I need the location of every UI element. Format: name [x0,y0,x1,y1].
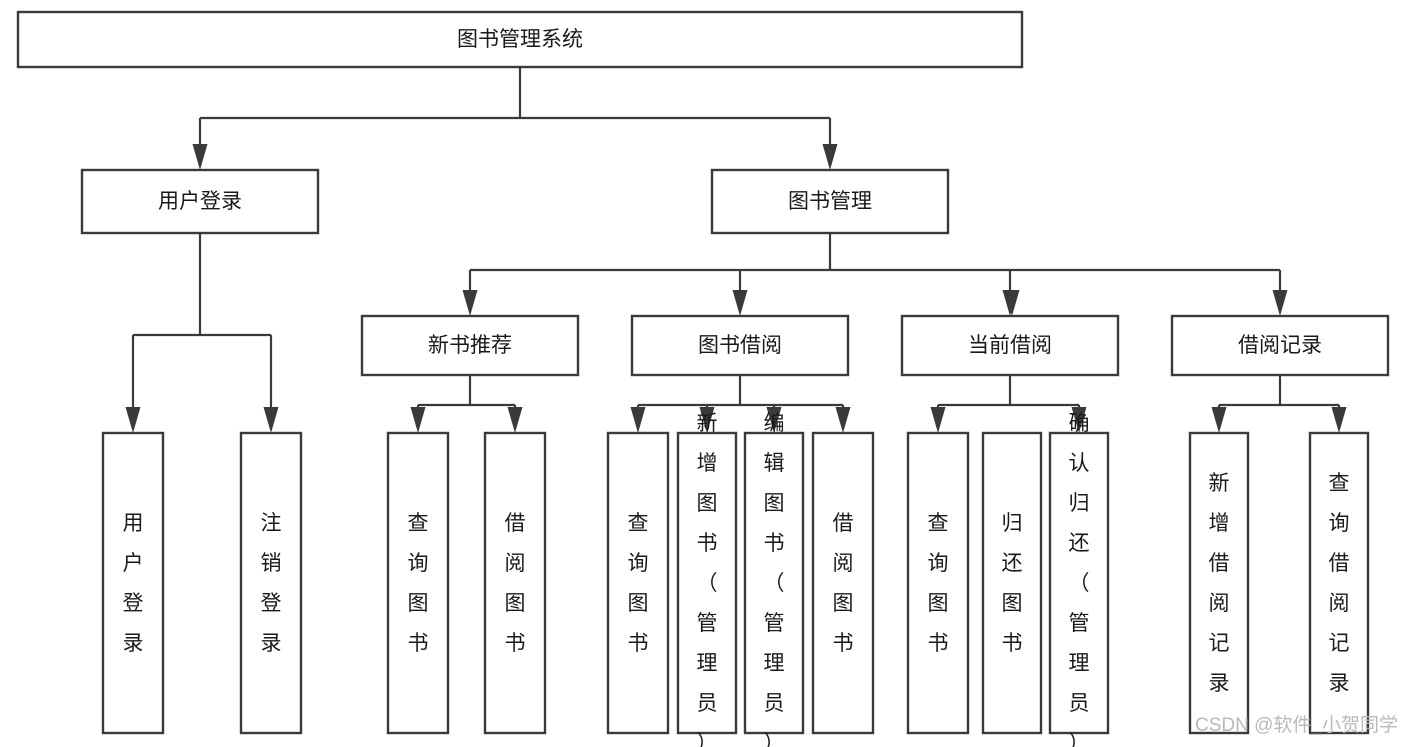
node-leaf-7-box[interactable] [811,431,875,735]
node-leaf-11[interactable]: 新增借阅记录 [1188,431,1250,735]
node-level3-0-label: 新书推荐 [428,334,512,357]
node-leaf-8[interactable]: 查询图书 [906,431,970,735]
node-leaf-6-box[interactable] [743,431,805,735]
node-leaf-12[interactable]: 查询借阅记录 [1308,431,1370,735]
node-leaf-0-box[interactable] [101,431,165,735]
node-leaf-3-label: 借阅图书 [505,512,526,655]
arrow-head-icon [1331,407,1347,433]
arrow-head-icon [192,144,208,170]
node-level2-0[interactable]: 用户登录 [80,168,320,235]
node-level3-3-box[interactable] [1170,314,1390,377]
node-level2-1-label: 图书管理 [788,190,872,213]
node-leaf-5[interactable]: 新增图书（管理员） [676,412,738,747]
arrow-head-icon [410,407,426,433]
arrow-head-icon [462,290,478,316]
arrow-head-icon [630,407,646,433]
node-leaf-11-label: 新增借阅记录 [1209,472,1230,695]
node-leaf-2[interactable]: 查询图书 [386,431,450,735]
arrow-head-icon [507,407,523,433]
connector-bus [1219,375,1339,407]
node-root-label: 图书管理系统 [457,28,583,51]
node-leaf-1-box[interactable] [239,431,303,735]
node-leaf-9-box[interactable] [981,431,1043,735]
node-level3-0-box[interactable] [360,314,580,377]
node-leaf-6-label: 编辑图书（管理员） [764,412,785,747]
node-level3-3-label: 借阅记录 [1238,334,1322,357]
node-layer: 图书管理系统用户登录图书管理新书推荐图书借阅当前借阅借阅记录用户登录注销登录查询… [16,10,1390,747]
node-leaf-10-box[interactable] [1048,431,1110,735]
node-leaf-2-label: 查询图书 [408,512,429,655]
node-leaf-4-box[interactable] [606,431,670,735]
node-level2-1-box[interactable] [710,168,950,235]
connector-bus [200,67,830,120]
node-level3-3[interactable]: 借阅记录 [1170,314,1390,377]
node-level3-1-box[interactable] [630,314,850,377]
arrow-head-icon [766,407,782,433]
node-level3-2-box[interactable] [900,314,1120,377]
arrow-head-icon [699,407,715,433]
node-level3-2[interactable]: 当前借阅 [900,314,1120,377]
node-leaf-10-label: 确认归还（管理员） [1069,412,1090,747]
node-level3-1[interactable]: 图书借阅 [630,314,850,377]
arrow-head-icon [1071,407,1087,433]
node-leaf-3-box[interactable] [483,431,547,735]
arrow-head-icon [1272,290,1288,316]
node-leaf-5-box[interactable] [676,431,738,735]
node-leaf-6[interactable]: 编辑图书（管理员） [743,412,805,747]
node-level3-1-label: 图书借阅 [698,334,782,357]
node-leaf-7-label: 借阅图书 [833,512,854,655]
node-leaf-8-box[interactable] [906,431,970,735]
connector-bus [638,375,843,407]
node-leaf-1[interactable]: 注销登录 [239,431,303,735]
node-level2-1[interactable]: 图书管理 [710,168,950,235]
node-leaf-1-label: 注销登录 [261,512,282,655]
node-level2-0-label: 用户登录 [158,190,242,213]
node-leaf-3[interactable]: 借阅图书 [483,431,547,735]
arrow-head-icon [125,407,141,433]
node-leaf-8-label: 查询图书 [928,512,949,655]
node-root-box[interactable] [16,10,1024,69]
node-level3-2-label: 当前借阅 [968,334,1052,357]
connector-bus [418,375,515,407]
arrow-head-icon [822,144,838,170]
node-leaf-5-label: 新增图书（管理员） [697,412,718,747]
node-leaf-0-label: 用户登录 [123,512,144,655]
node-leaf-12-label: 查询借阅记录 [1329,472,1350,695]
node-root[interactable]: 图书管理系统 [16,10,1024,69]
csdn-watermark: CSDN @软件_小贺同学 [1195,714,1398,736]
arrow-head-icon [1211,407,1227,433]
node-leaf-0[interactable]: 用户登录 [101,431,165,735]
node-leaf-2-box[interactable] [386,431,450,735]
arrow-head-icon [835,407,851,433]
node-level3-0[interactable]: 新书推荐 [360,314,580,377]
node-leaf-4-label: 查询图书 [628,512,649,655]
arrow-head-icon [263,407,279,433]
arrow-head-icon [732,290,748,316]
node-level2-0-box[interactable] [80,168,320,235]
node-leaf-9[interactable]: 归还图书 [981,431,1043,735]
node-leaf-10[interactable]: 确认归还（管理员） [1048,412,1110,747]
connector-bus [938,375,1079,407]
connector-layer [125,67,1347,433]
arrow-head-icon [930,407,946,433]
node-leaf-9-label: 归还图书 [1002,512,1023,655]
node-leaf-11-box[interactable] [1188,431,1250,735]
connector-bus [133,233,271,337]
arrow-head-icon [1004,290,1020,316]
node-leaf-7[interactable]: 借阅图书 [811,431,875,735]
connector-bus [470,233,1280,272]
node-leaf-4[interactable]: 查询图书 [606,431,670,735]
node-leaf-12-box[interactable] [1308,431,1370,735]
